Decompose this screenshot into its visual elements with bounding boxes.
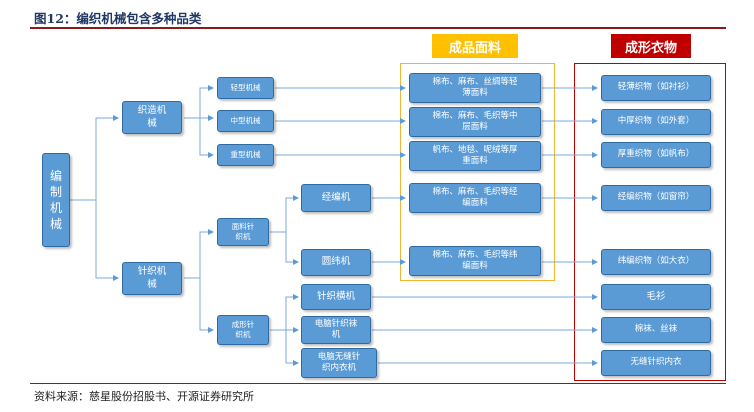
- figure-title: 图12：编织机械包含多种品类: [34, 11, 202, 26]
- flat-knitting-machine: 针织横机: [301, 284, 371, 310]
- fabric-heavy: 帆布、地毯、呢绒等厚 重面料: [409, 141, 541, 171]
- source-note: 资料来源：慈星股份招股书、开源证券研究所: [34, 390, 254, 403]
- fabric-weft: 棉布、麻布、毛织等纬 编面料: [409, 246, 541, 276]
- fabric-medium: 棉布、麻布、毛织等中 层面料: [409, 107, 541, 137]
- garment-medium: 中厚织物（如外套）: [601, 109, 711, 135]
- fabric-group-frame: [400, 63, 555, 281]
- warp-knitting-machine: 经编机: [301, 184, 371, 212]
- knitting-machinery: 针织机 械: [122, 262, 182, 295]
- circular-knitting-machine: 圆纬机: [301, 249, 371, 276]
- garment-sweater: 毛衫: [601, 284, 711, 310]
- weaving-machinery: 织造机 械: [122, 101, 182, 134]
- garment-warp: 经编织物（如窗帘）: [601, 185, 711, 211]
- formed-knitting-machine: 成形针 织机: [217, 315, 269, 345]
- garment-seamless-underwear: 无缝针织内衣: [601, 350, 711, 376]
- medium-machinery: 中型机械: [217, 110, 274, 132]
- fabric-knitting-machine: 面料针 织机: [217, 218, 269, 246]
- garment-socks: 棉袜、丝袜: [601, 317, 711, 343]
- heavy-machinery: 重型机械: [217, 144, 274, 166]
- garment-group-label: 成形衣物: [611, 34, 691, 58]
- garment-group-frame: [574, 63, 726, 381]
- garment-heavy: 厚重织物（如帆布）: [601, 142, 711, 168]
- garment-light: 轻薄织物（如衬衫）: [601, 75, 711, 101]
- top-rule: [30, 27, 726, 29]
- fabric-warp: 棉布、麻布、毛织等经 编面料: [409, 183, 541, 213]
- bottom-rule: [30, 383, 726, 384]
- root-knitting-machinery: 编 制 机 械: [42, 153, 70, 247]
- sock-knitting-machine: 电脑针织袜 机: [301, 316, 371, 344]
- fabric-group-label: 成品面料: [432, 34, 518, 58]
- garment-weft: 纬编织物（如大衣）: [601, 249, 711, 275]
- light-machinery: 轻型机械: [217, 77, 274, 99]
- seamless-underwear-machine: 电脑无缝针 织内衣机: [301, 348, 377, 378]
- fabric-light: 棉布、麻布、丝绸等轻 薄面料: [409, 73, 541, 103]
